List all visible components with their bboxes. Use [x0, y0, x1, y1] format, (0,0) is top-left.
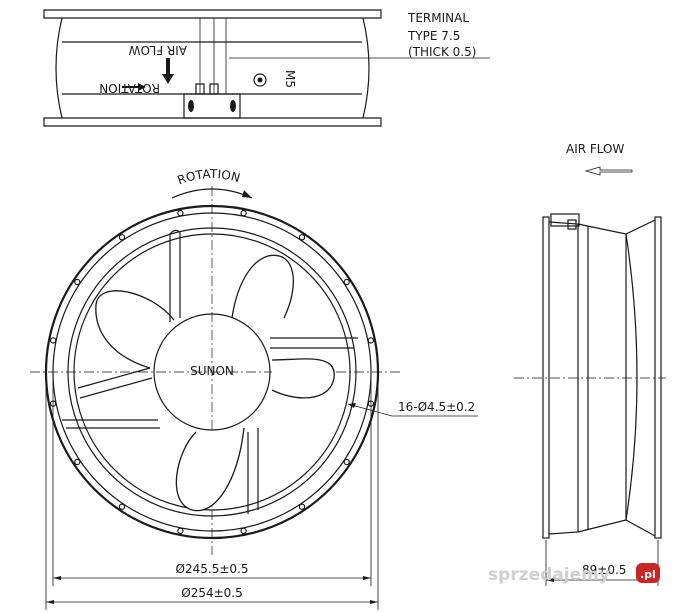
side-view: AIR FLOW 89±0.5 — [514, 142, 666, 586]
watermark: sprzedajemy .pl — [488, 563, 660, 585]
venturi-inner — [73, 233, 351, 511]
side-body-left — [548, 221, 579, 535]
hole-leader — [347, 403, 393, 417]
side-body-edge — [625, 219, 656, 235]
mounting-hole — [343, 278, 350, 286]
rotation-arc-arrow-icon — [242, 190, 252, 198]
mounting-hole — [177, 527, 184, 535]
side-airflow-label: AIR FLOW — [566, 142, 625, 156]
side-airflow-arrow-icon — [584, 166, 633, 176]
mounting-hole — [298, 234, 306, 241]
mounting-hole — [118, 503, 126, 510]
mounting-hole — [118, 234, 126, 241]
outer-diameter-label: Ø254±0.5 — [181, 586, 243, 600]
strut-left — [77, 367, 153, 399]
top-view: M5 ROTATION AIR FLOW TERMINAL TYPE 7.5 (… — [43, 9, 490, 127]
side-terminal-pin — [567, 219, 577, 230]
top-right-curve — [362, 17, 370, 119]
screw-size-label: M5 — [283, 70, 297, 88]
depth-label: 89±0.5 — [582, 563, 626, 577]
hole-leader-arrow — [348, 403, 356, 408]
terminal-label-line1: TERMINAL — [407, 11, 469, 25]
dimension-arrowhead — [363, 576, 371, 580]
housing-outer-ring — [44, 204, 380, 540]
dimension-arrowhead — [53, 576, 61, 580]
mounting-hole — [240, 209, 247, 217]
hub — [153, 313, 271, 431]
front-view: ROTATION SUNON 16-Ø4.5±0.2 — [30, 167, 478, 610]
inner-diameter-label: Ø245.5±0.5 — [176, 562, 249, 576]
mounting-hole — [177, 209, 184, 217]
side-body-curve — [625, 233, 638, 521]
top-left-curve — [55, 17, 63, 119]
side-terminal-box — [550, 213, 580, 227]
mounting-hole — [74, 278, 81, 286]
fan-blade — [95, 290, 175, 369]
strut-right — [270, 337, 358, 349]
ground-screw-center — [257, 77, 263, 83]
dimension-arrowhead — [370, 600, 378, 604]
side-body-edge — [625, 519, 656, 537]
strut-lower-left — [62, 419, 160, 429]
mounting-hole — [343, 458, 350, 466]
mounting-hole — [367, 337, 375, 344]
terminal-screw-left — [188, 100, 194, 112]
terminal-pin — [209, 83, 219, 95]
watermark-text: sprzedajemy — [488, 565, 610, 585]
ground-screw-icon — [253, 73, 267, 87]
fan-blade — [231, 254, 294, 319]
front-rotation-label: ROTATION — [176, 167, 242, 188]
top-flange-upper — [43, 9, 382, 19]
top-airflow-label: AIR FLOW — [128, 43, 187, 57]
venturi-ring — [67, 227, 357, 517]
side-flange-right — [654, 216, 662, 539]
terminal-pin — [195, 83, 205, 95]
hub-brand-label: SUNON — [190, 364, 234, 378]
mounting-hole — [49, 337, 57, 344]
airflow-down-arrow-icon — [162, 58, 174, 84]
watermark-tld: .pl — [640, 568, 656, 581]
terminal-label-line2: TYPE 7.5 — [407, 29, 460, 43]
dimension-arrowhead — [46, 600, 54, 604]
fan-blade — [271, 358, 335, 399]
housing-inner-ring — [52, 212, 372, 532]
side-body-mid — [577, 223, 627, 533]
terminal-screw-right — [230, 100, 236, 112]
mounting-hole — [298, 503, 306, 510]
watermark-badge — [636, 563, 660, 583]
fan-blade — [175, 427, 245, 512]
strut-bottom — [247, 428, 259, 514]
front-rotation-textpath: ROTATION — [176, 167, 242, 188]
strut-top-cap — [169, 229, 181, 235]
hole-spec-label: 16-Ø4.5±0.2 — [398, 400, 475, 414]
rotation-arrow-icon — [122, 83, 146, 91]
strut-top — [169, 232, 181, 322]
dimension-arrowhead — [546, 578, 554, 582]
mounting-hole — [74, 458, 81, 466]
terminal-label-line3: (THICK 0.5) — [408, 45, 476, 59]
mounting-hole — [240, 527, 247, 535]
side-flange-left — [542, 216, 550, 539]
top-flange-lower — [43, 117, 382, 127]
